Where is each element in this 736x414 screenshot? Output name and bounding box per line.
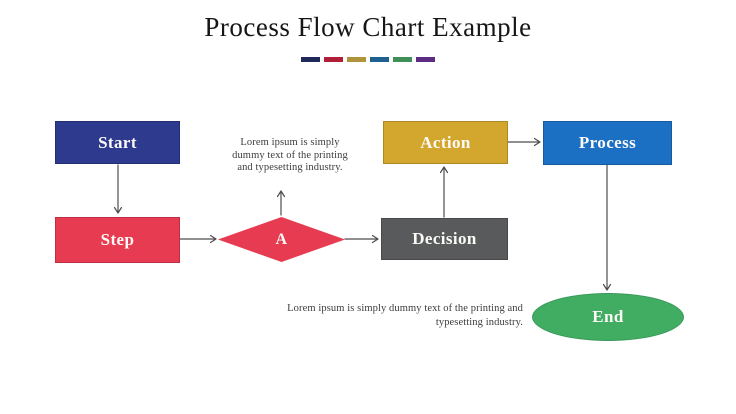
note-line: Lorem ipsum is simply: [240, 137, 340, 148]
node-label: Start: [98, 132, 137, 152]
page-title: Process Flow Chart Example: [204, 12, 532, 42]
note-line: typesetting industry.: [435, 316, 523, 328]
arrow-start-step: [113, 164, 123, 214]
annotation-note-1: Lorem ipsum is simply dummy text of the …: [225, 137, 355, 175]
arrow-decision-action: [439, 166, 449, 218]
node-process: Process: [543, 121, 672, 165]
note-line: dummy text of the printing: [232, 149, 348, 161]
node-label: Decision: [412, 229, 477, 248]
node-label: Process: [578, 133, 637, 152]
arrow-action-process: [507, 137, 541, 147]
node-action: Action: [383, 121, 508, 164]
divider-dash: [370, 57, 389, 62]
title-divider: [0, 57, 736, 62]
node-decision: Decision: [381, 218, 508, 260]
arrow-step-a: [179, 234, 217, 244]
node-label: Action: [420, 132, 471, 152]
node-label: End: [592, 307, 624, 326]
note-line: and typesetting industry.: [237, 162, 343, 173]
annotation-note-2: Lorem ipsum is simply dummy text of the …: [283, 302, 523, 329]
note-line: Lorem ipsum is simply dummy text of the …: [287, 303, 523, 314]
node-step: Step: [55, 217, 180, 263]
node-a-diamond: A: [218, 217, 345, 262]
node-start: Start: [55, 121, 180, 164]
divider-dash: [347, 57, 366, 62]
divider-dash: [416, 57, 435, 62]
arrow-a-note: [276, 190, 286, 216]
node-end: End: [532, 293, 684, 341]
arrow-a-decision: [344, 234, 379, 244]
node-label: A: [275, 230, 288, 248]
node-label: Step: [100, 230, 135, 249]
divider-dash: [393, 57, 412, 62]
arrow-process-end: [602, 164, 612, 291]
divider-dash: [324, 57, 343, 62]
divider-dash: [301, 57, 320, 62]
